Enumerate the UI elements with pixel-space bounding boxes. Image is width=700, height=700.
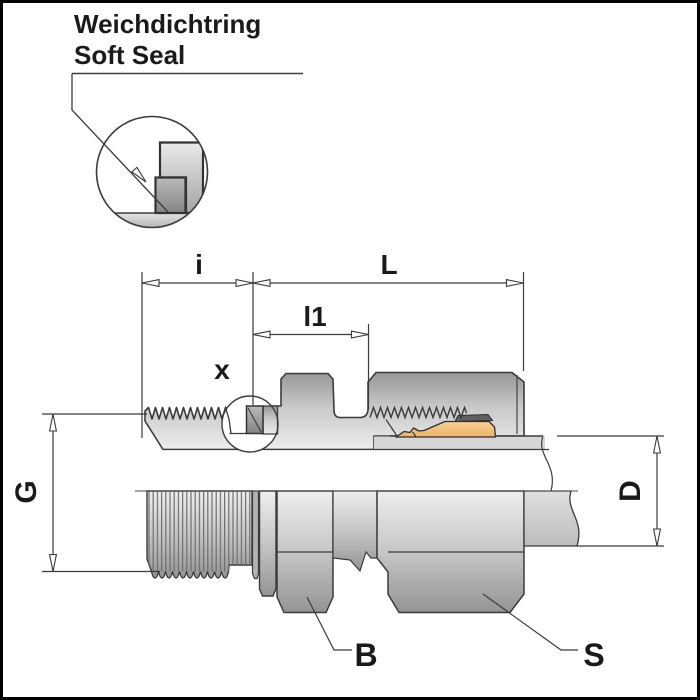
stud-thread-hatch xyxy=(147,491,252,572)
callout-arrowhead-icon xyxy=(131,166,147,183)
arrow-l1-right-icon xyxy=(350,330,369,339)
dim-label-D: D xyxy=(614,480,647,502)
dim-label-G: G xyxy=(10,480,43,503)
dim-label-x: x xyxy=(214,354,230,385)
tube-upper-wall xyxy=(374,436,545,450)
callout-title-german: Weichdichtring xyxy=(74,9,261,39)
arrow-L-right-icon xyxy=(505,278,524,288)
arrow-G-up-icon xyxy=(48,413,58,432)
fitting-drawing xyxy=(135,371,664,614)
arrow-G-down-icon xyxy=(48,553,58,572)
arrow-D-up-icon xyxy=(652,435,662,454)
tube-break-line-upper xyxy=(541,435,553,492)
thread-runout-teeth xyxy=(217,405,232,434)
detail-tube-surface xyxy=(96,212,208,228)
arrow-l1-left-icon xyxy=(252,330,271,339)
detail-circle-outline xyxy=(95,115,209,229)
detail-x-outline xyxy=(221,395,279,453)
dim-label-L: L xyxy=(380,249,397,280)
detail-soft-seal xyxy=(154,176,187,215)
tube-lower-wall xyxy=(523,490,580,547)
arrow-i-left-icon xyxy=(141,278,160,288)
part-label-S: S xyxy=(583,637,604,673)
leader-line-B xyxy=(306,596,352,651)
callout-title-english: Soft Seal xyxy=(74,40,185,70)
soft-seal-ring xyxy=(395,420,497,438)
dim-label-l1: l1 xyxy=(303,301,326,332)
thread-relief-neck xyxy=(332,490,378,573)
dimensions: i L l1 x G D B S xyxy=(10,249,662,673)
soft-seal-diagonal xyxy=(247,407,262,433)
ring-cap-dark xyxy=(454,413,494,423)
frame-top xyxy=(0,0,700,3)
frame-right xyxy=(697,0,700,700)
ring-notch xyxy=(412,431,417,437)
part-label-B: B xyxy=(354,637,377,673)
bore-opening xyxy=(163,450,550,491)
soft-seal-callout: Weichdichtring Soft Seal xyxy=(71,9,303,229)
arrow-L-left-icon xyxy=(252,278,271,288)
body-flange xyxy=(258,490,277,597)
arrow-i-right-icon xyxy=(235,278,254,288)
arrow-D-down-icon xyxy=(652,528,662,547)
callout-leader-line xyxy=(71,73,169,213)
frame-bottom xyxy=(0,697,700,700)
seal-washer-edge xyxy=(251,490,260,580)
leader-line-S xyxy=(482,593,578,651)
frame-left xyxy=(0,0,3,700)
dim-label-i: i xyxy=(195,249,203,280)
seal-shoulder xyxy=(262,405,279,435)
body-cone-edge xyxy=(385,419,398,437)
engaged-thread-profile xyxy=(369,405,468,420)
seal-detail-circle-x xyxy=(217,395,279,453)
